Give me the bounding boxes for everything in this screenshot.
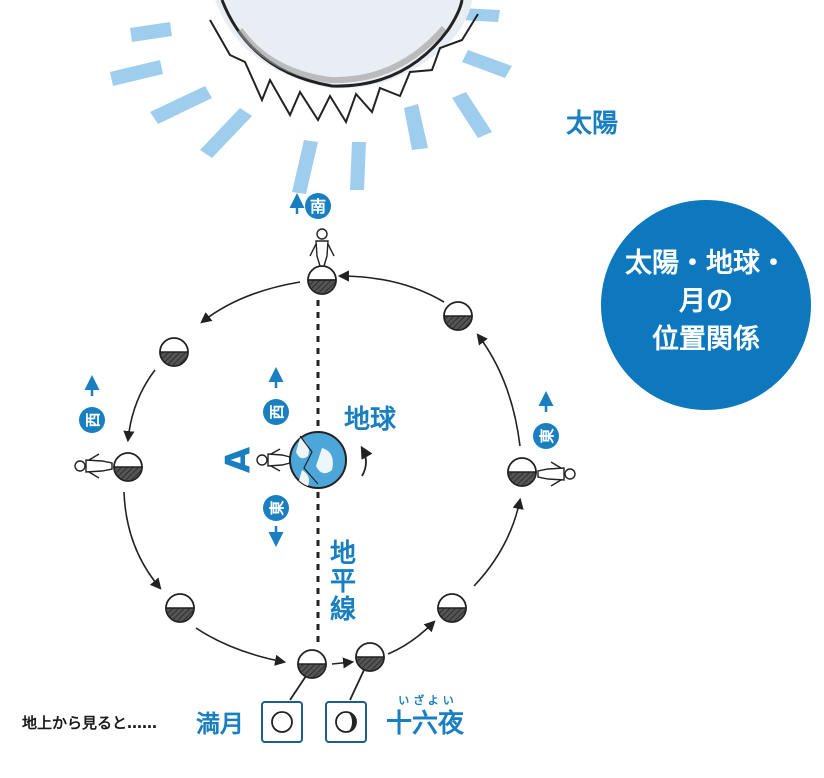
moon-bottom-full xyxy=(297,649,327,679)
east-badge xyxy=(533,423,559,449)
west-direction: 西 xyxy=(79,375,105,433)
person-left-icon xyxy=(74,453,113,479)
west-earth-text: 西 xyxy=(268,404,286,419)
sixteenth-connector xyxy=(349,669,365,701)
moon-upper-left xyxy=(159,337,189,367)
title-line-2: 月の xyxy=(678,286,733,317)
east-text: 東 xyxy=(538,428,556,443)
horizon-char-2: 平 xyxy=(330,567,356,597)
sun-rays xyxy=(110,8,512,194)
horizon-char-3: 線 xyxy=(330,594,356,625)
moon-positions xyxy=(113,265,537,679)
moon-lower-right xyxy=(437,593,467,623)
south-text: 南 xyxy=(310,197,326,216)
footer-prefix: 地上から見ると…… xyxy=(22,714,157,732)
west-badge xyxy=(79,407,105,433)
sixteenth-furigana: いざよい xyxy=(398,693,458,707)
west-text: 西 xyxy=(84,412,102,427)
moon-upper-right xyxy=(443,301,473,331)
title-badge: 太陽・地球・ 月の 位置関係 xyxy=(601,200,811,410)
title-line-1: 太陽・地球・ xyxy=(625,248,787,279)
moon-right xyxy=(507,457,537,487)
moon-bottom-sixteenth xyxy=(355,642,385,672)
east-direction-earth: 東 xyxy=(263,495,289,547)
sun-shadow xyxy=(237,26,447,84)
full-moon-connector xyxy=(289,675,307,701)
title-line-3: 位置関係 xyxy=(652,323,760,355)
west-direction-earth: 西 xyxy=(263,367,289,425)
earth-rotation-arrow xyxy=(360,445,373,477)
full-moon-view xyxy=(261,701,303,743)
east-earth-text: 東 xyxy=(268,500,286,515)
sun-label: 太陽 xyxy=(566,109,618,139)
orbit-arrows xyxy=(123,270,524,669)
sun-corona-spikes xyxy=(209,13,479,125)
moon-top xyxy=(307,265,337,295)
moon-left xyxy=(113,452,143,482)
south-direction: 南 xyxy=(289,193,331,219)
full-moon-label: 満月 xyxy=(196,710,244,738)
east-earth-badge xyxy=(263,495,289,521)
point-a-label: A xyxy=(219,446,259,473)
east-direction: 東 xyxy=(533,391,559,449)
person-a-icon xyxy=(256,448,291,472)
sun-illustration xyxy=(110,0,512,194)
sixteenth-moon-view xyxy=(325,701,367,743)
person-top-icon xyxy=(309,228,335,267)
moon-lower-left xyxy=(165,593,195,623)
earth-globe xyxy=(289,431,347,489)
earth-label: 地球 xyxy=(344,405,397,435)
person-right-icon xyxy=(537,461,576,487)
title-badge-circle xyxy=(601,200,811,410)
sixteenth-night-label: 十六夜 xyxy=(386,708,465,739)
horizon-char-1: 地 xyxy=(330,539,356,569)
south-badge xyxy=(305,193,331,219)
west-earth-badge xyxy=(263,399,289,425)
